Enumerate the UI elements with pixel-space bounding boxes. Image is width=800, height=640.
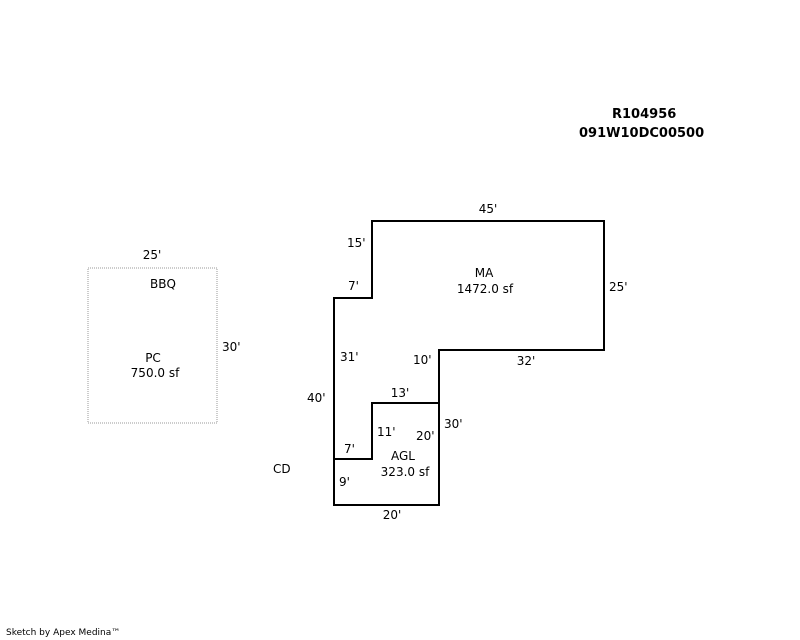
ma-notch-dimension: 10' [413, 353, 432, 367]
agl-inner-vertical-dimension: 11' [377, 425, 396, 439]
ma-top-dimension: 45' [478, 202, 498, 216]
agl-bottom-dimension: 20' [382, 508, 402, 522]
pc-area-label: 750.0 sf [130, 366, 180, 380]
ma-step-dimension: 7' [348, 279, 359, 293]
ma-right-dimension: 25' [609, 280, 628, 294]
ma-left-lower-dimension: 31' [340, 350, 359, 364]
agl-step-dimension: 7' [344, 442, 355, 456]
ma-bottom-dimension: 32' [516, 354, 536, 368]
ma-code-label: MA [474, 266, 494, 280]
agl-right-dimension: 30' [444, 417, 463, 431]
pc-top-dimension: 25' [142, 248, 162, 262]
agl-area-label: 323.0 sf [380, 465, 430, 479]
agl-code-label: AGL [391, 449, 415, 463]
record-id: R104956 [612, 107, 677, 122]
ma-left-upper-dimension: 15' [347, 236, 366, 250]
agl-left-dimension: 9' [339, 475, 350, 489]
agl-inner-horizontal-dimension: 20' [416, 429, 435, 443]
ma-area-label: 1472.0 sf [456, 282, 514, 296]
ma-left-total-dimension: 40' [307, 391, 326, 405]
parcel-id: 091W10DC00500 [579, 126, 705, 141]
agl-top-dimension: 13' [390, 386, 410, 400]
bbq-label: BBQ [150, 277, 176, 291]
pc-outline [87, 267, 218, 424]
ma-outline [333, 220, 605, 506]
agl-outline [334, 402, 439, 460]
footer-credit: Sketch by Apex Medina™ [6, 628, 121, 638]
pc-code-label: PC [145, 351, 161, 365]
pc-right-dimension: 30' [222, 340, 241, 354]
cd-label: CD [273, 462, 291, 476]
